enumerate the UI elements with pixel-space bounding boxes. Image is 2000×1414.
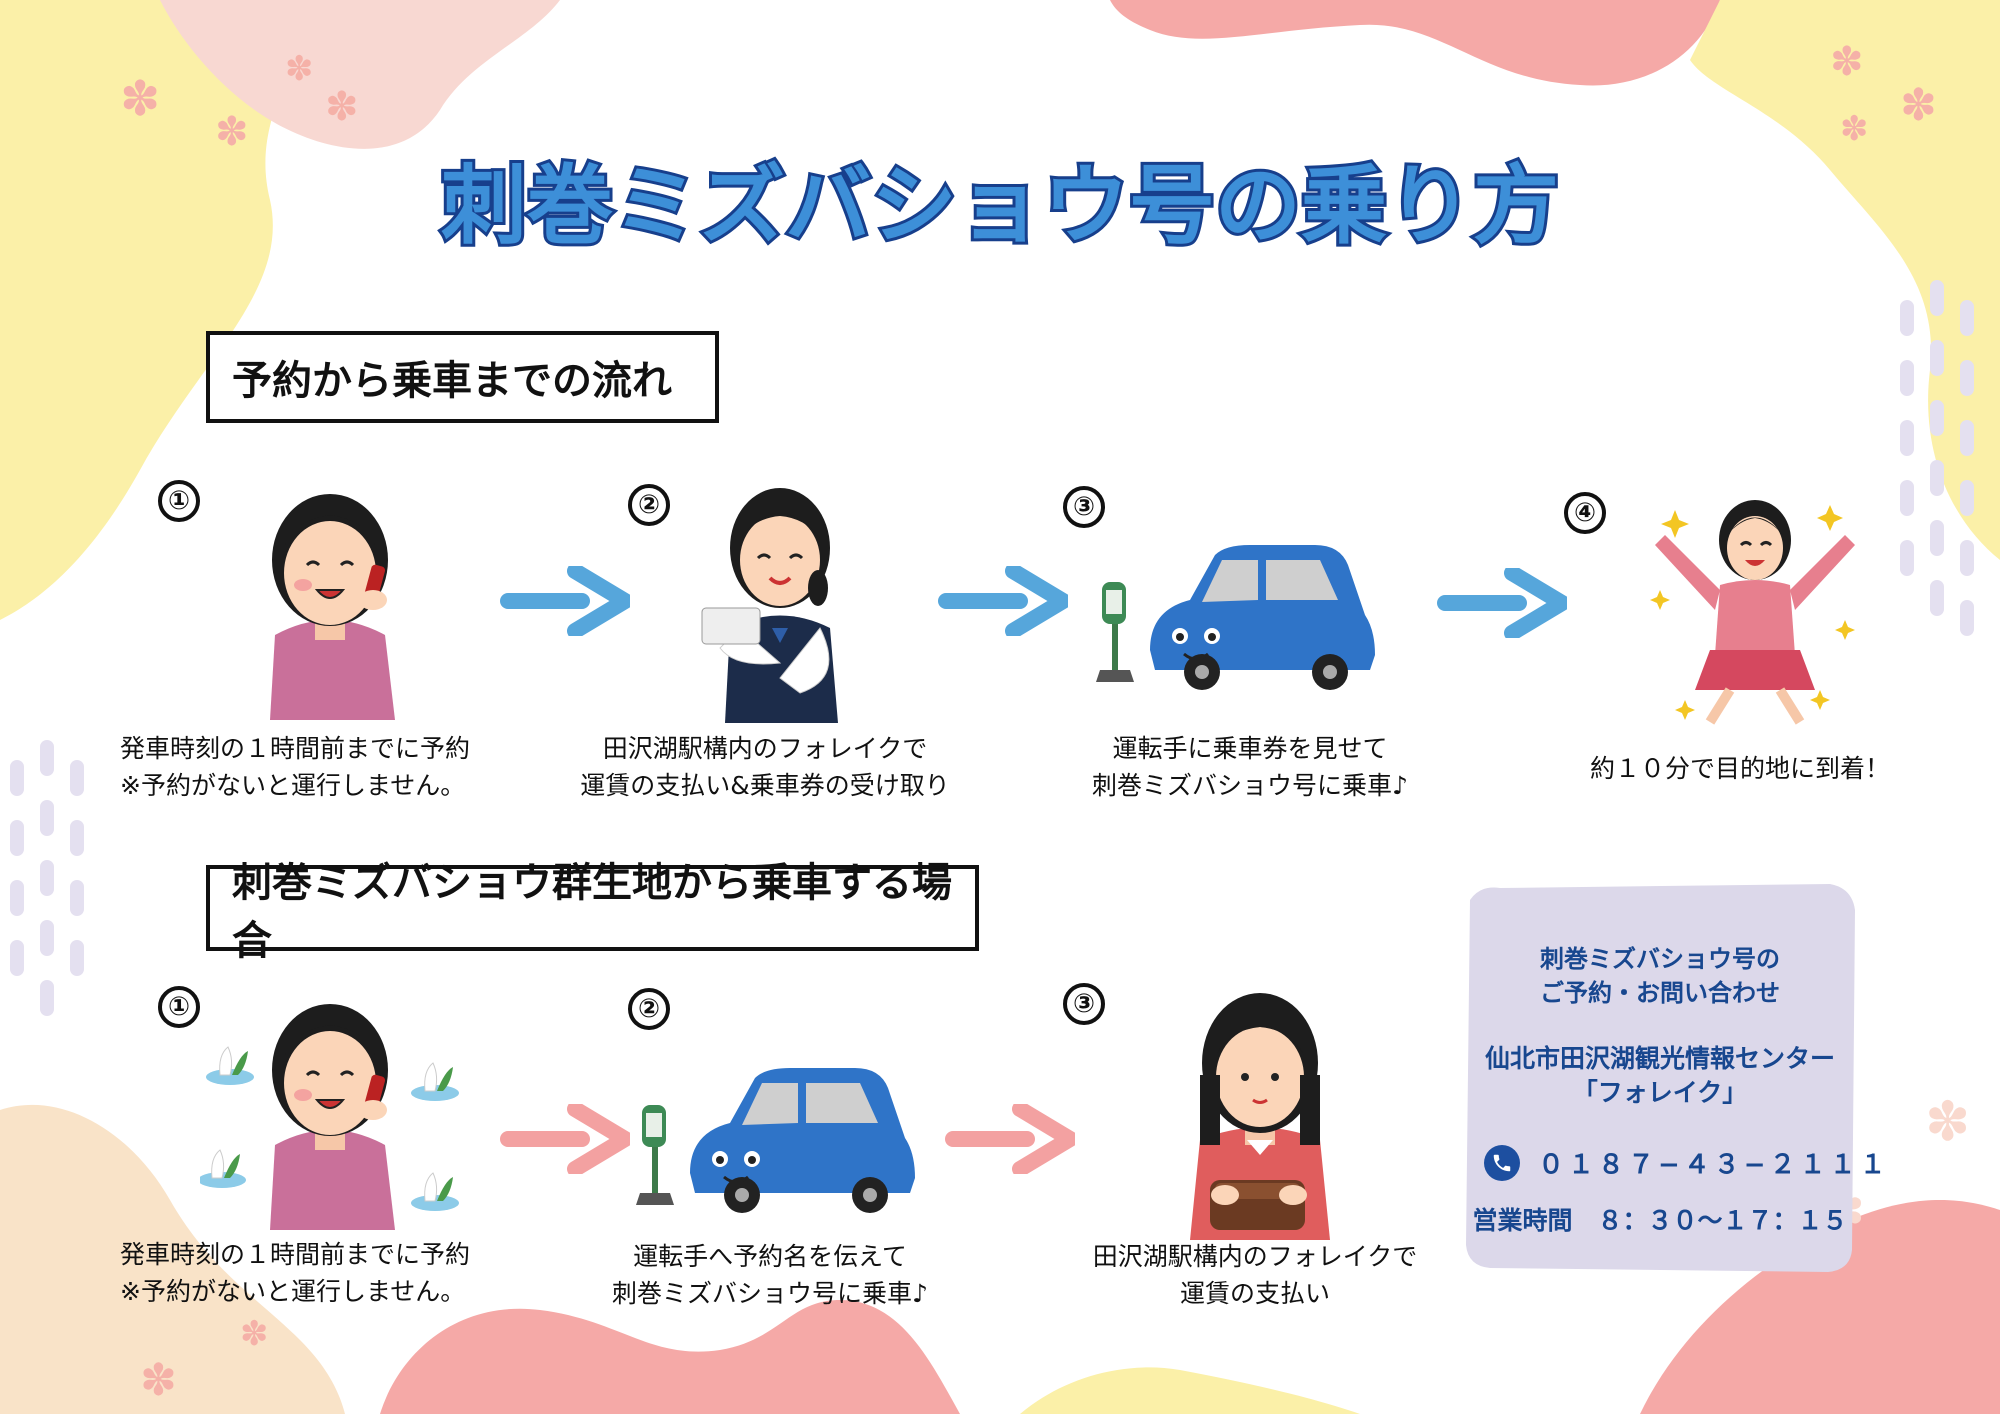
- caption-line: 運転手へ予約名を伝えて: [633, 1242, 907, 1271]
- woman-phone-icon: [270, 494, 395, 720]
- caption-line: 刺巻ミズバショウ号に乗車♪: [612, 1279, 928, 1308]
- contact-info-panel: [1466, 884, 1855, 1272]
- svg-text:✽: ✽: [215, 109, 249, 155]
- woman-wallet-icon: [1190, 993, 1330, 1240]
- svg-text:✽: ✽: [325, 84, 359, 130]
- organization-nickname: 「フォレイク」: [1572, 1078, 1748, 1107]
- step-caption: 発車時刻の１時間前までに予約 ※予約がないと運行しません。: [120, 1236, 471, 1310]
- step-caption: 運転手に乗車券を見せて 刺巻ミズバショウ号に乗車♪: [1055, 730, 1445, 804]
- skunk-cabbage-icon: [200, 1046, 459, 1211]
- caption-line: ※予約がないと運行しません。: [120, 771, 466, 800]
- staff-ticket-icon: [701, 488, 838, 723]
- step-number: ②: [628, 988, 670, 1030]
- step-number: ①: [158, 480, 200, 522]
- phone-number[interactable]: ０１８７−４３−２１１１: [1538, 1150, 1890, 1180]
- step-number: ③: [1063, 983, 1105, 1025]
- section-heading-flow: 予約から乗車までの流れ: [206, 331, 719, 423]
- contact-heading-line: ご予約・お問い合わせ: [1540, 979, 1780, 1007]
- caption-line: 田沢湖駅構内のフォレイクで: [1092, 1242, 1418, 1271]
- step-number: ②: [628, 484, 670, 526]
- caption-line: 運転手に乗車券を見せて: [1112, 734, 1388, 763]
- arrow-right-icon: [500, 566, 630, 636]
- svg-text:✽: ✽: [1840, 109, 1869, 149]
- svg-text:✽: ✽: [240, 1314, 269, 1354]
- car-busstop-icon: [636, 1068, 915, 1213]
- svg-text:✽: ✽: [1925, 1090, 1970, 1153]
- step-number: ③: [1063, 486, 1105, 528]
- step-number: ④: [1564, 492, 1606, 534]
- car-busstop-icon: [1096, 545, 1375, 690]
- svg-text:✽: ✽: [1830, 39, 1864, 85]
- step-number: ①: [158, 986, 200, 1028]
- contact-heading-line: 刺巻ミズバショウ号の: [1540, 945, 1780, 973]
- caption-line: 発車時刻の１時間前までに予約: [120, 1240, 471, 1269]
- phone-row: ０１８７−４３−２１１１: [1484, 1144, 1890, 1181]
- caption-line: 発車時刻の１時間前までに予約: [120, 734, 471, 763]
- section-heading-from-colony: 刺巻ミズバショウ群生地から乗車する場合: [206, 860, 979, 964]
- woman-phone-flowers-icon: [200, 1004, 459, 1230]
- step-caption: 田沢湖駅構内のフォレイクで 運賃の支払い: [1070, 1238, 1440, 1312]
- caption-line: ※予約がないと運行しません。: [120, 1277, 466, 1306]
- step-caption: 発車時刻の１時間前までに予約 ※予約がないと運行しません。: [120, 730, 471, 804]
- step-caption: 約１０分で目的地に到着！: [1570, 750, 1910, 787]
- arrow-right-icon: [945, 1104, 1075, 1174]
- contact-organization: 仙北市田沢湖観光情報センター 「フォレイク」: [1460, 1042, 1860, 1110]
- business-hours: 営業時間 ８：３０〜１７：１５: [1472, 1206, 1848, 1235]
- svg-text:✽: ✽: [120, 71, 160, 127]
- arrow-right-icon: [500, 1104, 630, 1174]
- svg-text:✽: ✽: [1900, 80, 1937, 131]
- contact-heading: 刺巻ミズバショウ号の ご予約・お問い合わせ: [1460, 942, 1860, 1010]
- step-caption: 運転手へ予約名を伝えて 刺巻ミズバショウ号に乗車♪: [590, 1238, 950, 1312]
- page-title: 刺巻ミズバショウ号の乗り方: [0, 150, 2000, 260]
- happy-woman-icon: [1650, 500, 1855, 725]
- svg-text:✽: ✽: [140, 1355, 177, 1406]
- caption-line: 運賃の支払い: [1179, 1279, 1330, 1308]
- step-caption: 田沢湖駅構内のフォレイクで 運賃の支払い&乗車券の受け取り: [570, 730, 960, 804]
- caption-line: 刺巻ミズバショウ号に乗車♪: [1092, 771, 1408, 800]
- svg-text:✽: ✽: [285, 49, 314, 89]
- arrow-right-icon: [938, 566, 1068, 636]
- title-text: 刺巻ミズバショウ号の乗り方: [441, 156, 1559, 256]
- arrow-right-icon: [1437, 568, 1567, 638]
- caption-line: 運賃の支払い&乗車券の受け取り: [580, 771, 950, 800]
- caption-line: 約１０分で目的地に到着！: [1589, 754, 1890, 783]
- phone-icon: [1484, 1144, 1520, 1181]
- organization-name: 仙北市田沢湖観光情報センター: [1484, 1044, 1835, 1073]
- caption-line: 田沢湖駅構内のフォレイクで: [602, 734, 928, 763]
